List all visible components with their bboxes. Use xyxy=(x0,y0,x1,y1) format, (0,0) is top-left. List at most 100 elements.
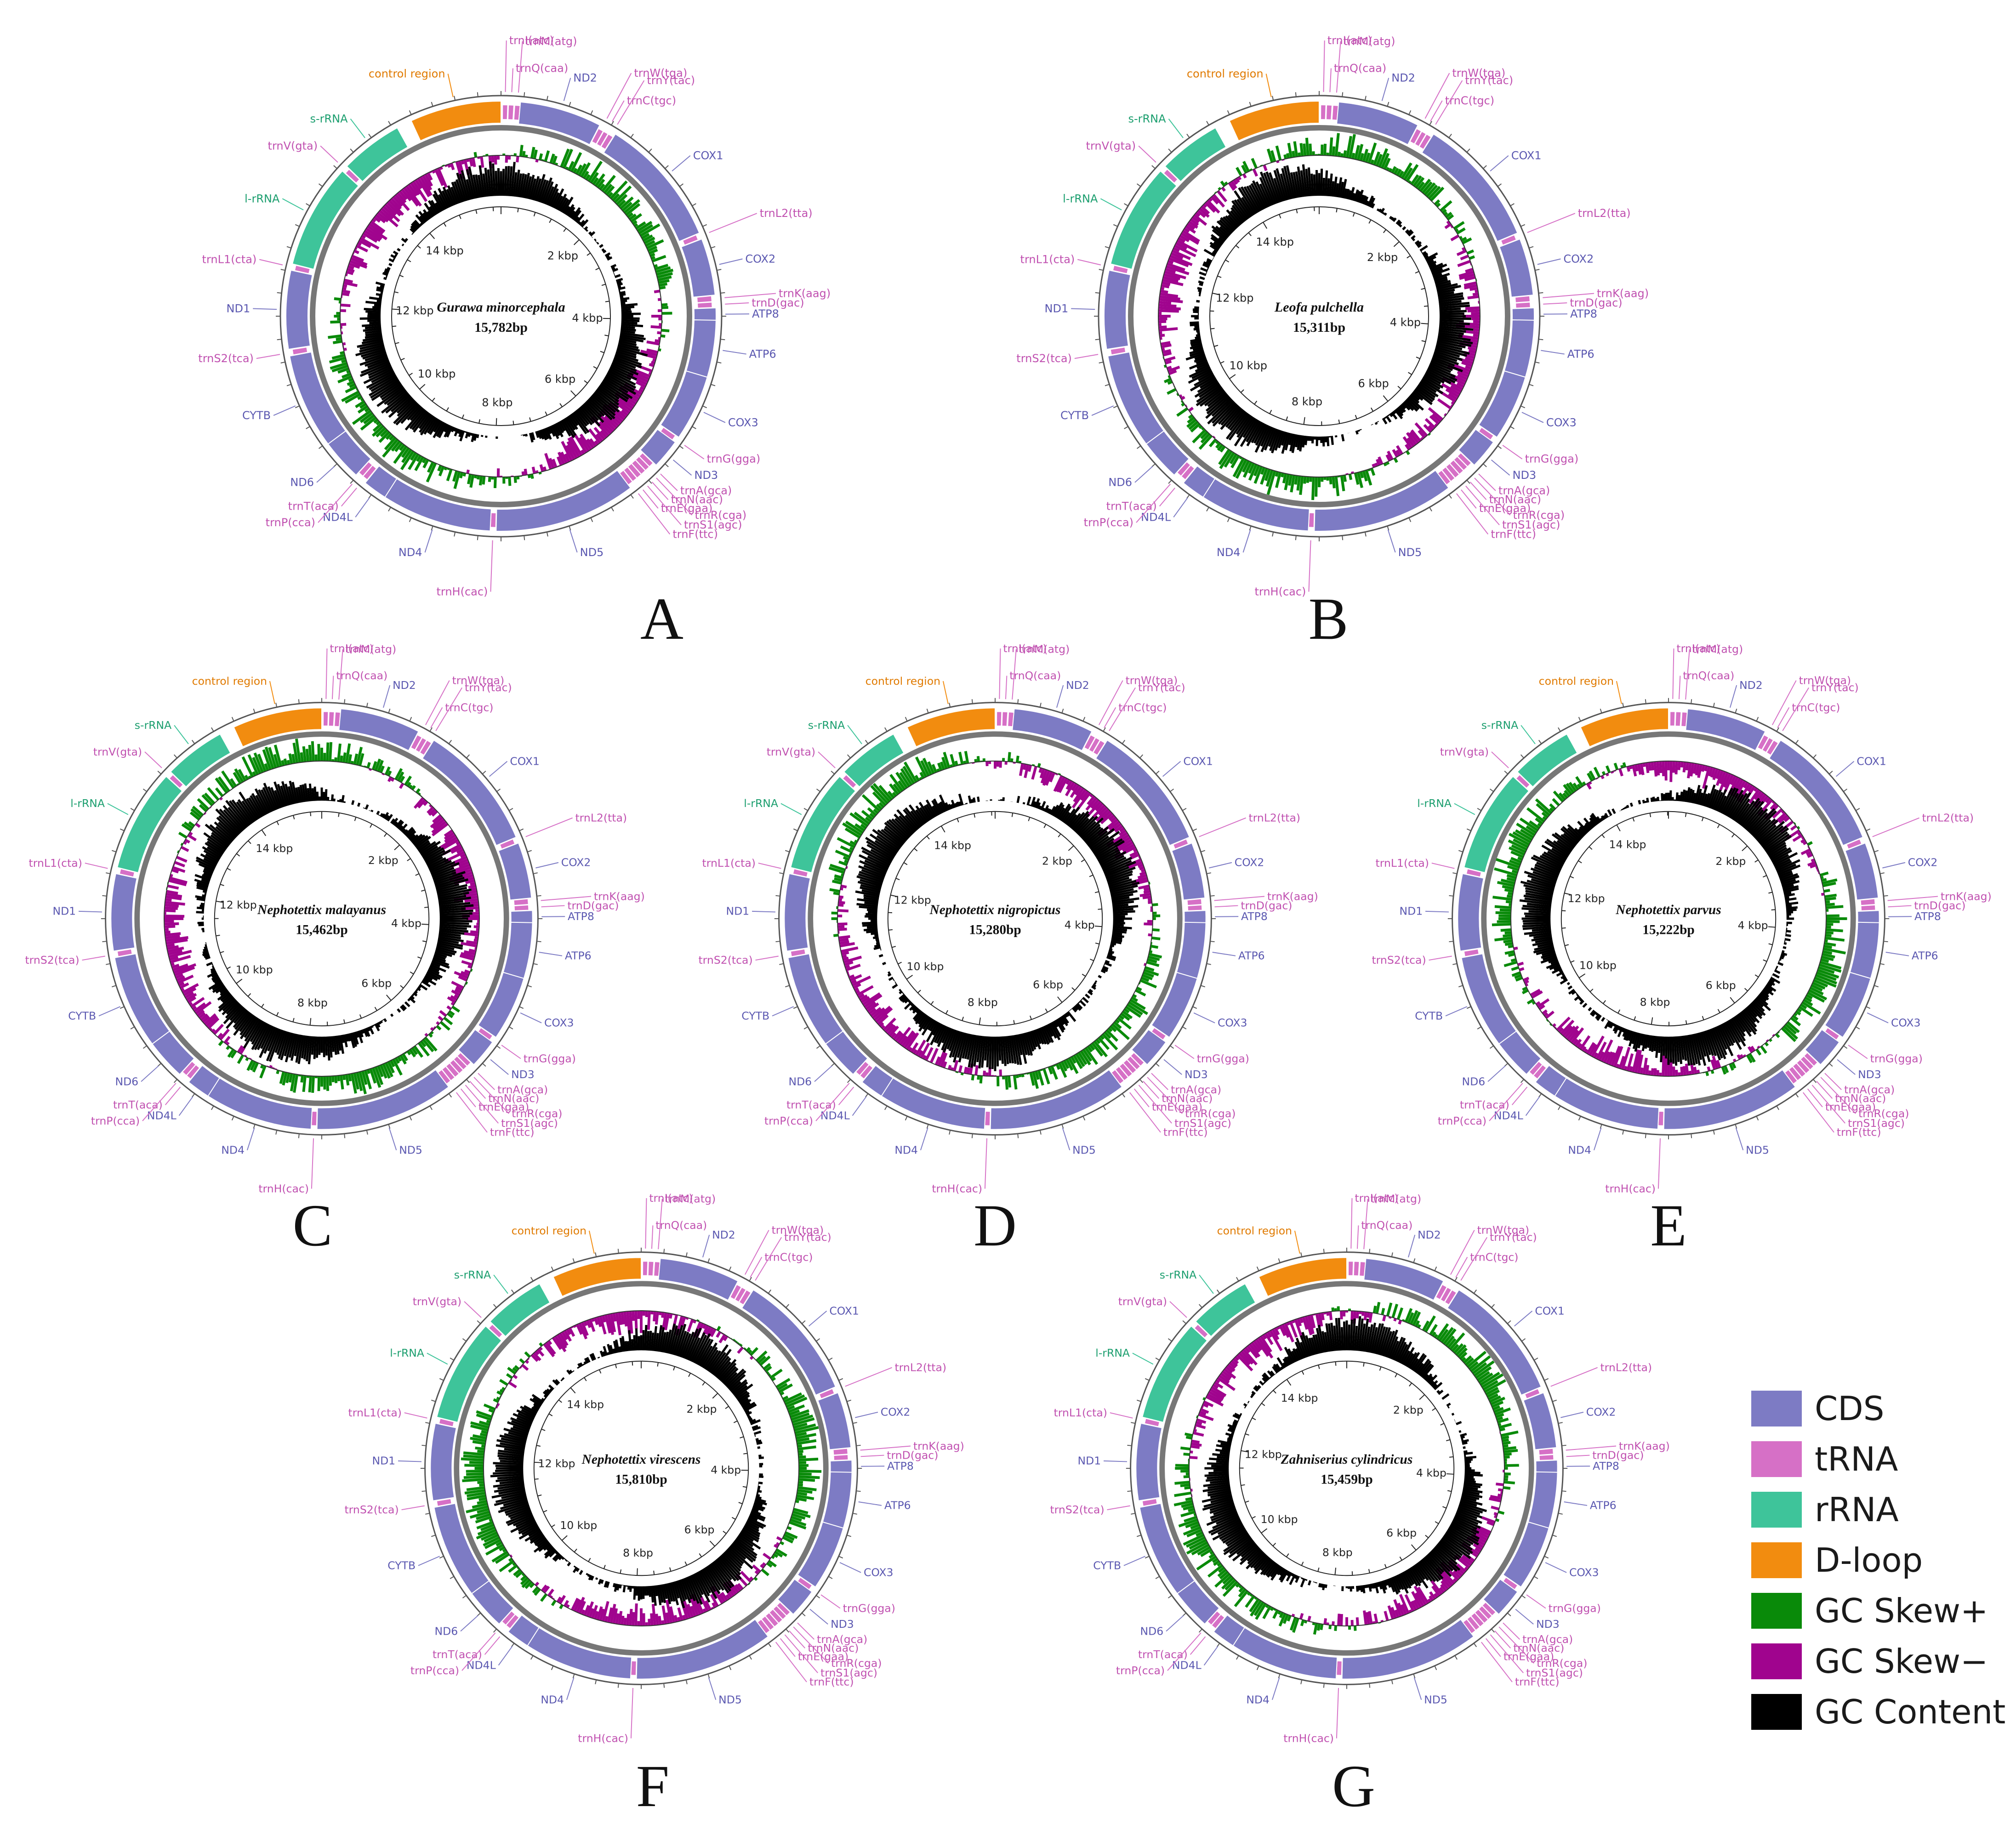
gc-skew-bar xyxy=(594,440,599,446)
feature-label: trnS2(tca) xyxy=(198,352,254,365)
feature-label: control region xyxy=(512,1224,587,1237)
gc-content-bar xyxy=(1422,377,1441,390)
outer-tick xyxy=(1082,1116,1086,1121)
gc-skew-bar xyxy=(247,754,259,775)
gc-skew-bar xyxy=(562,148,573,169)
gc-content-bar xyxy=(1231,205,1246,222)
gc-content-bar xyxy=(591,394,616,416)
gc-content-bar xyxy=(863,927,878,932)
leader-line xyxy=(350,119,365,138)
leader-line xyxy=(418,1556,440,1566)
gc-content-bar xyxy=(434,202,442,213)
gc-skew-bar xyxy=(1275,145,1282,161)
genome-map-C: control regiontrnI(atc)trnQ(caa)trnM(atg… xyxy=(25,642,644,1195)
gc-content-bar xyxy=(233,1012,252,1036)
scale-tick xyxy=(1229,374,1236,379)
gc-content-bar xyxy=(1113,910,1135,914)
feature-label: trnE(gaa) xyxy=(798,1650,849,1663)
gc-content-bar xyxy=(1077,1001,1081,1004)
gc-skew-bar xyxy=(1376,459,1381,466)
gc-content-bar xyxy=(202,890,207,893)
scale-tick xyxy=(593,366,598,369)
gc-skew-bar xyxy=(366,1069,370,1074)
gc-content-bar xyxy=(439,907,466,912)
gc-skew-bar xyxy=(1461,247,1466,251)
gc-skew-bar xyxy=(342,287,347,290)
feature-label: trnY(tac) xyxy=(1465,74,1513,87)
outer-tick xyxy=(508,808,513,811)
leader-line xyxy=(505,40,507,92)
gc-skew-bar xyxy=(1450,385,1462,393)
gc-skew-bar xyxy=(302,1075,307,1092)
gc-content-bar xyxy=(497,168,500,196)
gc-content-bar xyxy=(376,1022,381,1028)
gc-content-bar xyxy=(268,1029,283,1062)
gc-skew-bar xyxy=(314,754,318,762)
gc-skew-bar xyxy=(1463,330,1480,335)
gc-content-bar xyxy=(1288,433,1293,445)
gc-skew-bar xyxy=(645,240,655,247)
gc-skew-bar xyxy=(373,216,381,223)
feature-trnq-caa- xyxy=(328,711,335,727)
gc-skew-bar xyxy=(1299,476,1304,495)
gc-content-bar xyxy=(1334,183,1339,197)
gc-content-bar xyxy=(1107,952,1113,956)
leader-line xyxy=(478,1073,495,1090)
gc-skew-bar xyxy=(446,468,453,482)
leader-line xyxy=(246,1127,255,1151)
feature-label: trnD(gac) xyxy=(567,899,619,912)
scale-tick xyxy=(227,868,231,871)
outer-tick xyxy=(692,426,696,429)
feature-trnq-caa- xyxy=(647,1261,655,1277)
gc-skew-bar xyxy=(1375,153,1383,167)
leader-line xyxy=(1521,725,1536,745)
gc-skew-bar xyxy=(184,838,190,844)
leader-line xyxy=(1387,529,1396,553)
gc-skew-bar xyxy=(543,466,547,472)
gc-skew-bar xyxy=(221,770,235,789)
gc-content-bar xyxy=(1113,913,1128,916)
gc-skew-bar xyxy=(453,856,467,864)
gc-skew-bar xyxy=(1290,475,1296,493)
gc-content-bar xyxy=(411,994,415,997)
gc-skew-bar xyxy=(835,849,851,858)
feature-label: trnV(gta) xyxy=(268,140,318,153)
gc-content-bar xyxy=(516,173,523,197)
gc-skew-bar xyxy=(661,306,669,309)
outer-tick xyxy=(462,1338,467,1342)
gc-content-bar xyxy=(387,814,393,822)
gc-content-bar xyxy=(621,302,626,305)
gc-content-bar xyxy=(393,400,417,424)
feature-label: trnG(gga) xyxy=(1197,1052,1249,1065)
gc-content-bar xyxy=(407,405,421,421)
gc-skew-bar xyxy=(1393,167,1399,175)
gc-content-bar xyxy=(610,364,634,376)
feature-label: ATP8 xyxy=(1914,910,1941,923)
leader-line xyxy=(702,1234,710,1258)
gc-content-bar xyxy=(359,342,384,350)
gc-skew-bar xyxy=(586,438,595,449)
gc-content-bar xyxy=(621,327,636,332)
gc-content-bar xyxy=(315,1036,319,1058)
gc-content-bar xyxy=(587,399,605,417)
gc-skew-bar xyxy=(359,412,374,423)
gc-content-bar xyxy=(866,926,878,929)
gc-content-bar xyxy=(369,373,397,391)
gc-content-bar xyxy=(447,185,457,205)
gc-content-bar xyxy=(1433,352,1458,362)
outer-tick xyxy=(1249,526,1252,531)
feature-label: ND3 xyxy=(511,1068,535,1081)
gc-content-bar xyxy=(1405,229,1409,233)
gc-content-bar xyxy=(450,426,455,432)
leader-line xyxy=(525,817,573,837)
gc-content-bar xyxy=(619,293,626,296)
gc-content-bar xyxy=(403,829,409,835)
gc-content-bar xyxy=(1607,809,1612,816)
gc-skew-bar xyxy=(1825,897,1836,901)
gc-content-bar xyxy=(1435,348,1460,358)
gc-skew-bar xyxy=(1456,249,1467,256)
gc-skew-bar xyxy=(408,453,420,470)
gc-content-bar xyxy=(1785,901,1799,906)
gc-content-bar xyxy=(1671,1036,1675,1064)
gc-content-bar xyxy=(887,973,892,977)
